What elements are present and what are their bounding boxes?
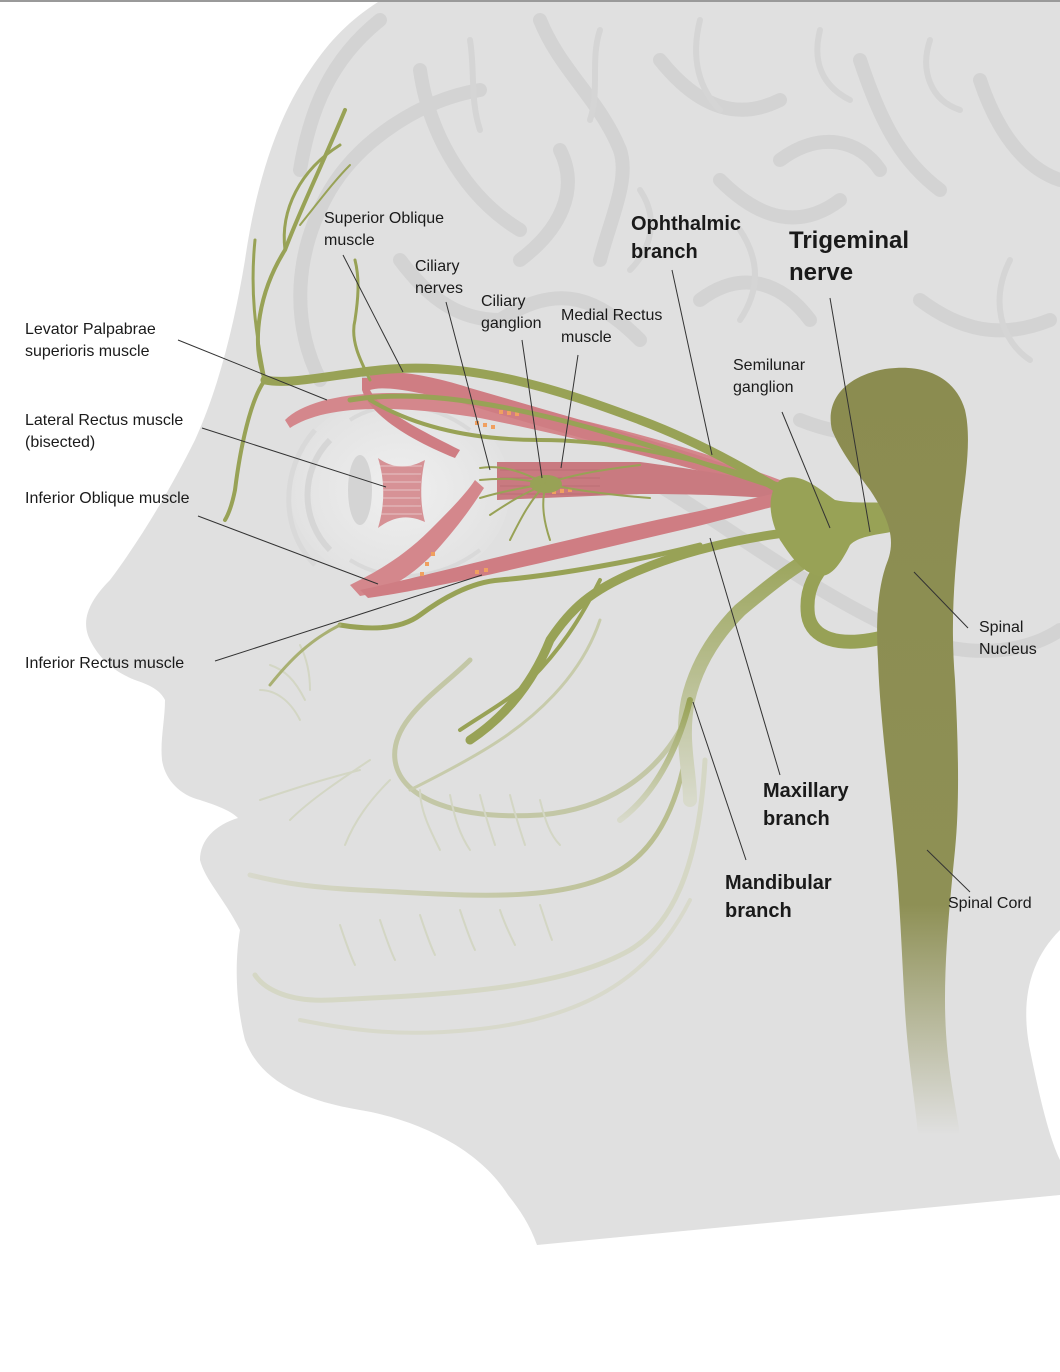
leader-maxillary xyxy=(709,537,781,776)
spinal-cord xyxy=(830,367,968,1135)
label-line: muscle xyxy=(324,232,375,249)
label-line: Spinal xyxy=(979,619,1024,636)
label-line: nerves xyxy=(415,280,464,297)
leader-lateral-rectus xyxy=(201,427,387,488)
top-border xyxy=(0,0,1060,2)
label-line: Semilunar xyxy=(733,357,806,374)
label-line: Nucleus xyxy=(979,641,1037,658)
label-superior-oblique: Superior Oblique muscle xyxy=(324,208,444,252)
leader-lines xyxy=(177,254,971,893)
label-line: Spinal Cord xyxy=(948,895,1032,912)
label-line: Inferior Oblique muscle xyxy=(25,490,190,507)
label-line: Medial Rectus xyxy=(561,307,663,324)
semilunar-ganglion xyxy=(770,477,900,576)
label-line: Ciliary xyxy=(415,258,460,275)
label-line: Lateral Rectus muscle xyxy=(25,412,184,429)
label-semilunar-ganglion: Semilunar ganglion xyxy=(733,355,805,399)
label-line: superioris muscle xyxy=(25,343,150,360)
label-line: Inferior Rectus muscle xyxy=(25,655,185,672)
label-line: Mandibular xyxy=(725,872,832,894)
label-line: muscle xyxy=(561,329,612,346)
leader-ophthalmic xyxy=(671,269,713,456)
leader-medial-rectus xyxy=(560,354,579,469)
label-line: Ciliary xyxy=(481,293,526,310)
leader-ciliary-nerves xyxy=(445,301,491,471)
label-spinal-nucleus: Spinal Nucleus xyxy=(979,617,1037,661)
label-line: Trigeminal xyxy=(789,227,910,254)
inferior-oblique-muscle xyxy=(350,480,484,596)
label-line: nerve xyxy=(789,259,854,286)
label-inferior-rectus: Inferior Rectus muscle xyxy=(25,653,184,675)
label-ciliary-nerves: Ciliary nerves xyxy=(415,256,463,300)
leader-inferior-oblique xyxy=(197,515,379,585)
inferior-rectus-muscle xyxy=(360,490,792,598)
leader-superior-oblique xyxy=(342,254,404,373)
label-line: Superior Oblique xyxy=(324,210,445,227)
label-lateral-rectus: Lateral Rectus muscle (bisected) xyxy=(25,410,183,454)
lateral-rectus-muscle xyxy=(378,458,425,528)
leader-spinal-cord xyxy=(926,849,971,893)
label-ophthalmic-branch: Ophthalmic branch xyxy=(631,210,741,266)
label-line: ganglion xyxy=(733,379,794,396)
label-line: branch xyxy=(725,900,792,922)
label-trigeminal-nerve: Trigeminal nerve xyxy=(789,225,909,289)
label-line: branch xyxy=(763,808,830,830)
leader-trigeminal xyxy=(829,297,871,533)
label-line: ganglion xyxy=(481,315,542,332)
label-spinal-cord: Spinal Cord xyxy=(948,893,1032,915)
leader-spinal-nucleus xyxy=(913,571,969,629)
label-line: (bisected) xyxy=(25,434,96,451)
label-ciliary-ganglion: Ciliary ganglion xyxy=(481,291,542,335)
label-inferior-oblique: Inferior Oblique muscle xyxy=(25,488,190,510)
trigeminal-branches xyxy=(223,108,937,823)
label-maxillary-branch: Maxillary branch xyxy=(763,777,849,833)
leader-mandibular xyxy=(692,701,747,861)
muscle-highlights xyxy=(420,410,572,576)
label-line: Maxillary xyxy=(763,780,849,802)
facial-nerve-branches xyxy=(247,618,708,1035)
brain-sulci-thin xyxy=(467,17,1033,363)
leader-levator xyxy=(177,339,328,401)
head-silhouette xyxy=(86,2,1060,1245)
label-line: Ophthalmic xyxy=(631,213,742,235)
label-mandibular-branch: Mandibular branch xyxy=(725,869,832,925)
label-levator-palpabrae: Levator Palpabrae superioris muscle xyxy=(25,319,156,363)
leader-inferior-rectus xyxy=(214,574,483,662)
leader-semilunar xyxy=(781,411,831,529)
label-line: Levator Palpabrae xyxy=(25,321,156,338)
label-medial-rectus: Medial Rectus muscle xyxy=(561,305,662,349)
leader-ciliary-ganglion xyxy=(521,339,543,479)
label-line: branch xyxy=(631,241,698,263)
